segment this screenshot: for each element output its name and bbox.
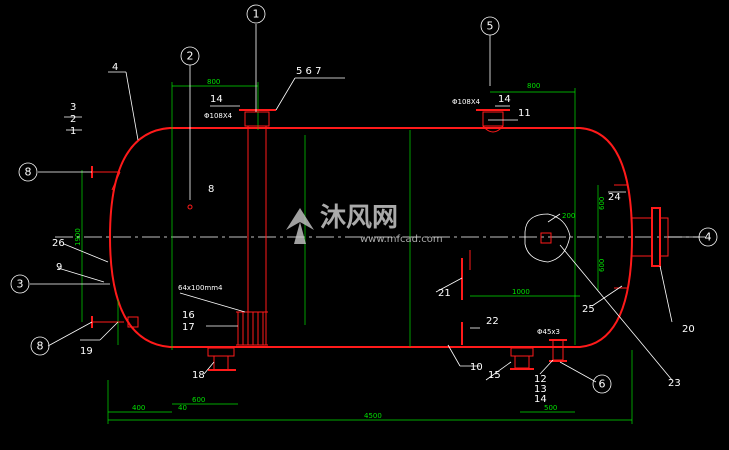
baffles xyxy=(461,250,471,345)
dim-200: 200 xyxy=(562,212,575,220)
balloon-5: 5 xyxy=(480,16,500,36)
balloon-8-bottom-text: 8 xyxy=(37,340,44,353)
note-45: Φ45x3 xyxy=(537,328,560,336)
note-108-left: Φ108X4 xyxy=(204,112,233,120)
balloon-5-text: 5 xyxy=(487,20,494,33)
balloon-8-bottom: 8 xyxy=(30,336,50,356)
coil-heater xyxy=(236,311,268,346)
dimension-lines xyxy=(81,82,633,424)
label-8-inner: 8 xyxy=(208,184,214,195)
label-4: 4 xyxy=(112,62,118,73)
balloon-4-text: 4 xyxy=(705,231,712,244)
balloon-4: 4 xyxy=(698,227,718,247)
balloon-6-text: 6 xyxy=(599,378,606,391)
balloon-8-top: 8 xyxy=(18,162,38,182)
label-23: 23 xyxy=(668,378,681,389)
watermark-brand: 沐风网 xyxy=(320,203,398,233)
label-14-right: 14 xyxy=(498,94,511,105)
label-10: 10 xyxy=(470,362,483,373)
inlet-pipe xyxy=(239,109,276,345)
balloon-2-text: 2 xyxy=(187,50,194,63)
label-26: 26 xyxy=(52,238,65,249)
dim-600-right-top: 600 xyxy=(598,197,606,210)
label-14-bottom: 14 xyxy=(534,394,547,405)
label-15: 15 xyxy=(488,370,501,381)
label-22: 22 xyxy=(486,316,499,327)
label-21: 21 xyxy=(438,288,451,299)
label-12: 12 xyxy=(534,374,547,385)
dim-4500: 4500 xyxy=(364,412,382,420)
watermark: 沐风网 www.mfcad.com xyxy=(286,203,443,245)
dim-500: 500 xyxy=(544,404,557,412)
dim-800-left: 800 xyxy=(207,78,220,86)
balloon-1-text: 1 xyxy=(253,8,260,21)
dim-800-right: 800 xyxy=(527,82,540,90)
label-18: 18 xyxy=(192,370,205,381)
annotations: Φ108X4 Φ108X4 64x100mm4 Φ45x3 xyxy=(178,98,560,336)
note-108-right: Φ108X4 xyxy=(452,98,481,106)
label-1: 1 xyxy=(70,126,76,137)
balloon-1: 1 xyxy=(246,4,266,24)
top-nozzle xyxy=(476,109,510,133)
dimension-texts: 800 800 4500 400 40 600 500 1000 1900 20… xyxy=(74,78,606,420)
label-16: 16 xyxy=(182,310,195,321)
label-20: 20 xyxy=(682,324,695,335)
label-19: 19 xyxy=(80,346,93,357)
balloon-2: 2 xyxy=(180,46,200,66)
label-3: 3 xyxy=(70,102,76,113)
label-14-left: 14 xyxy=(210,94,223,105)
label-5-6-7: 5 6 7 xyxy=(296,66,321,77)
dim-600: 600 xyxy=(192,396,205,404)
label-17: 17 xyxy=(182,322,195,333)
label-24: 24 xyxy=(608,192,621,203)
watermark-url: www.mfcad.com xyxy=(360,234,443,245)
manway xyxy=(614,184,669,289)
left-nozzles xyxy=(91,166,139,328)
dim-1900: 1900 xyxy=(74,228,82,246)
dim-1000: 1000 xyxy=(512,288,530,296)
dim-400: 400 xyxy=(132,404,145,412)
label-25: 25 xyxy=(582,304,595,315)
label-9: 9 xyxy=(56,262,62,273)
balloon-3-text: 3 xyxy=(17,278,24,291)
dim-600-right-bottom: 600 xyxy=(598,259,606,272)
inspection-hole xyxy=(187,204,571,263)
label-11: 11 xyxy=(518,108,531,119)
balloon-3: 3 xyxy=(10,274,30,294)
part-labels: 4 3 2 1 14 5 6 7 14 11 26 9 19 16 17 18 … xyxy=(52,62,695,405)
label-2: 2 xyxy=(70,114,76,125)
leader-lines xyxy=(30,24,700,383)
label-13: 13 xyxy=(534,384,547,395)
note-64: 64x100mm4 xyxy=(178,284,223,292)
balloon-6: 6 xyxy=(592,374,612,394)
balloon-8-top-text: 8 xyxy=(25,166,32,179)
watermark-logo xyxy=(286,208,314,244)
dim-40: 40 xyxy=(178,404,187,412)
vessel-shell xyxy=(108,127,634,348)
